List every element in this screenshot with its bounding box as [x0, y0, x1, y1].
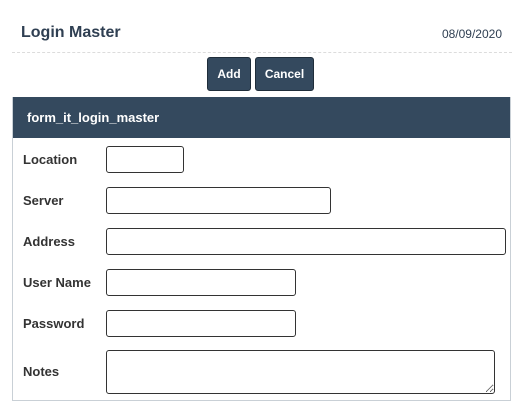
server-label: Server [23, 193, 64, 208]
page-date: 08/09/2020 [441, 27, 502, 41]
address-label: Address [23, 234, 76, 249]
server-field[interactable] [106, 187, 331, 214]
page-title: Login Master [21, 24, 121, 41]
page-header: Login Master 08/09/2020 [12, 14, 512, 53]
address-field[interactable] [106, 228, 506, 255]
user-name-label: User Name [23, 275, 91, 290]
location-field[interactable] [106, 146, 184, 173]
password-label: Password [23, 316, 85, 331]
form-panel: form_it_login_master Location Server Add… [12, 97, 511, 401]
location-label: Location [23, 152, 78, 167]
add-button[interactable]: Add [207, 57, 251, 91]
form-title: form_it_login_master [13, 97, 510, 138]
cancel-button[interactable]: Cancel [255, 57, 314, 91]
user-name-field[interactable] [106, 269, 296, 296]
notes-label: Notes [23, 364, 60, 379]
password-field[interactable] [106, 310, 296, 337]
notes-field[interactable] [106, 350, 495, 394]
toolbar: Add Cancel [207, 57, 314, 91]
